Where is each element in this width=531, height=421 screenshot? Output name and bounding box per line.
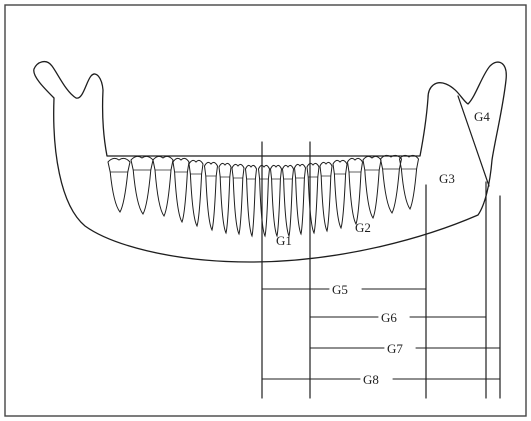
label-g2: G2 bbox=[355, 220, 371, 235]
label-g6: G6 bbox=[381, 310, 397, 325]
label-g3: G3 bbox=[439, 171, 455, 186]
label-g7: G7 bbox=[387, 341, 403, 356]
label-g1: G1 bbox=[276, 233, 292, 248]
label-g4: G4 bbox=[474, 109, 490, 124]
label-g5: G5 bbox=[332, 282, 348, 297]
figure-frame bbox=[5, 5, 526, 416]
label-g8: G8 bbox=[363, 372, 379, 387]
